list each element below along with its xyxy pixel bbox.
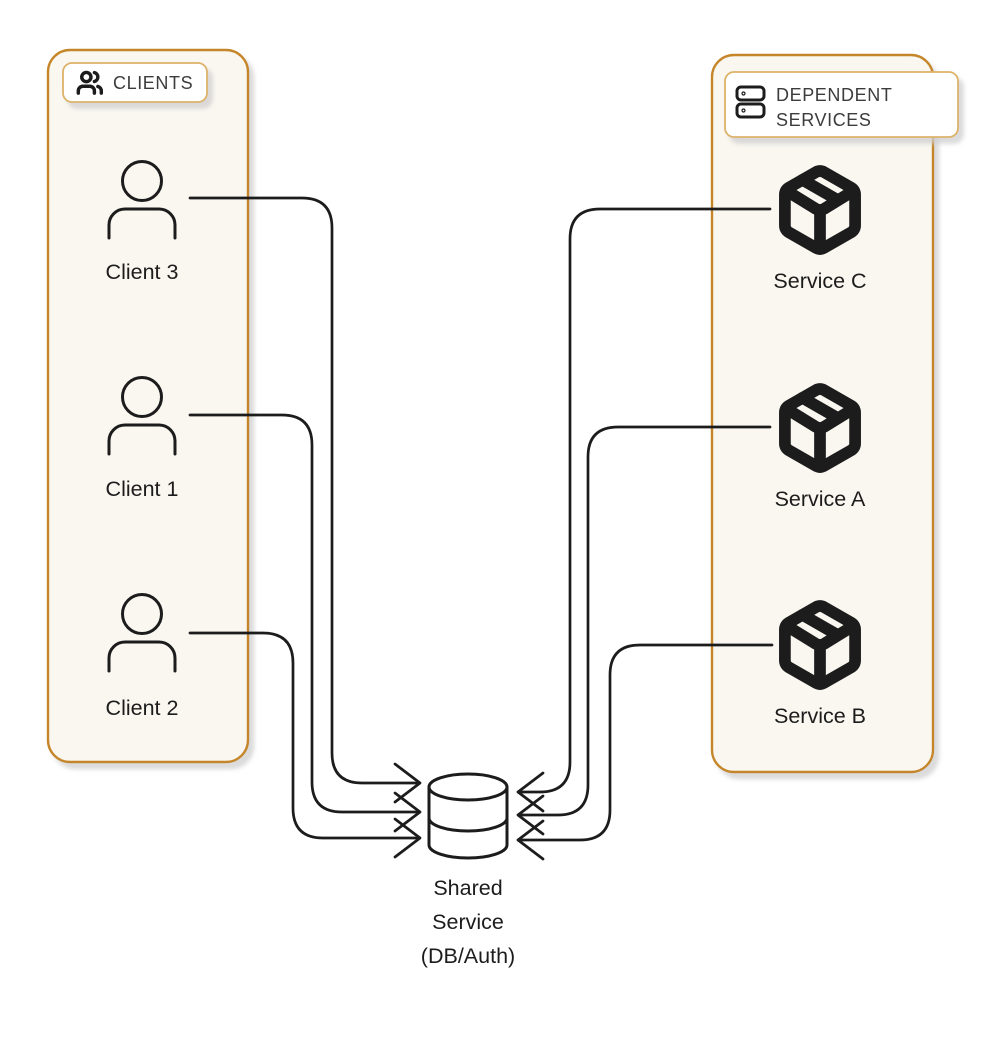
service-label: Service A	[775, 487, 866, 511]
dependent-services-badge-label-line1: DEPENDENT	[776, 85, 892, 105]
user-icon	[107, 160, 177, 240]
edge-client1-to-shared	[188, 413, 421, 814]
service-label: Service C	[773, 269, 866, 293]
package-icon	[779, 383, 861, 473]
dependent-services-badge-label-line2: SERVICES	[776, 110, 872, 130]
client-node: Client 2	[106, 593, 179, 720]
client-label: Client 1	[106, 477, 179, 501]
edge-serviceb-to-shared	[517, 643, 774, 842]
dependent-services-badge: DEPENDENT SERVICES	[724, 71, 959, 138]
user-icon	[107, 376, 177, 456]
shared-service-label-line3: (DB/Auth)	[421, 944, 515, 968]
database-icon	[427, 772, 509, 860]
arrowhead-left-icon	[516, 819, 545, 861]
arrowhead-right-icon	[393, 817, 422, 859]
shared-service-node: Shared Service (DB/Auth)	[421, 772, 515, 968]
package-icon	[779, 165, 861, 255]
arrowhead-right-icon	[393, 762, 422, 804]
dependent-services-badge-background	[724, 71, 959, 138]
edge-client3-to-shared	[188, 196, 421, 785]
client-node: Client 1	[106, 376, 179, 501]
service-label: Service B	[774, 704, 866, 728]
users-icon	[76, 70, 104, 95]
clients-group-box	[46, 48, 250, 764]
service-node: Service A	[775, 383, 866, 511]
shared-service-label-line2: Service	[432, 910, 504, 934]
clients-badge-label: CLIENTS	[113, 73, 193, 93]
client-node: Client 3	[106, 160, 179, 284]
service-node: Service B	[774, 600, 866, 728]
client-label: Client 2	[106, 696, 179, 720]
arrowhead-left-icon	[516, 771, 545, 813]
clients-badge-background	[62, 62, 208, 103]
client-label: Client 3	[106, 260, 179, 284]
edge-servicec-to-shared	[517, 207, 772, 794]
clients-badge: CLIENTS	[62, 62, 208, 103]
package-icon	[779, 600, 861, 690]
service-node: Service C	[773, 165, 867, 293]
server-icon	[735, 85, 766, 119]
edge-servicea-to-shared	[517, 425, 772, 817]
edge-client2-to-shared	[188, 631, 421, 840]
shared-service-label-line1: Shared	[433, 876, 502, 900]
user-icon	[107, 593, 177, 673]
